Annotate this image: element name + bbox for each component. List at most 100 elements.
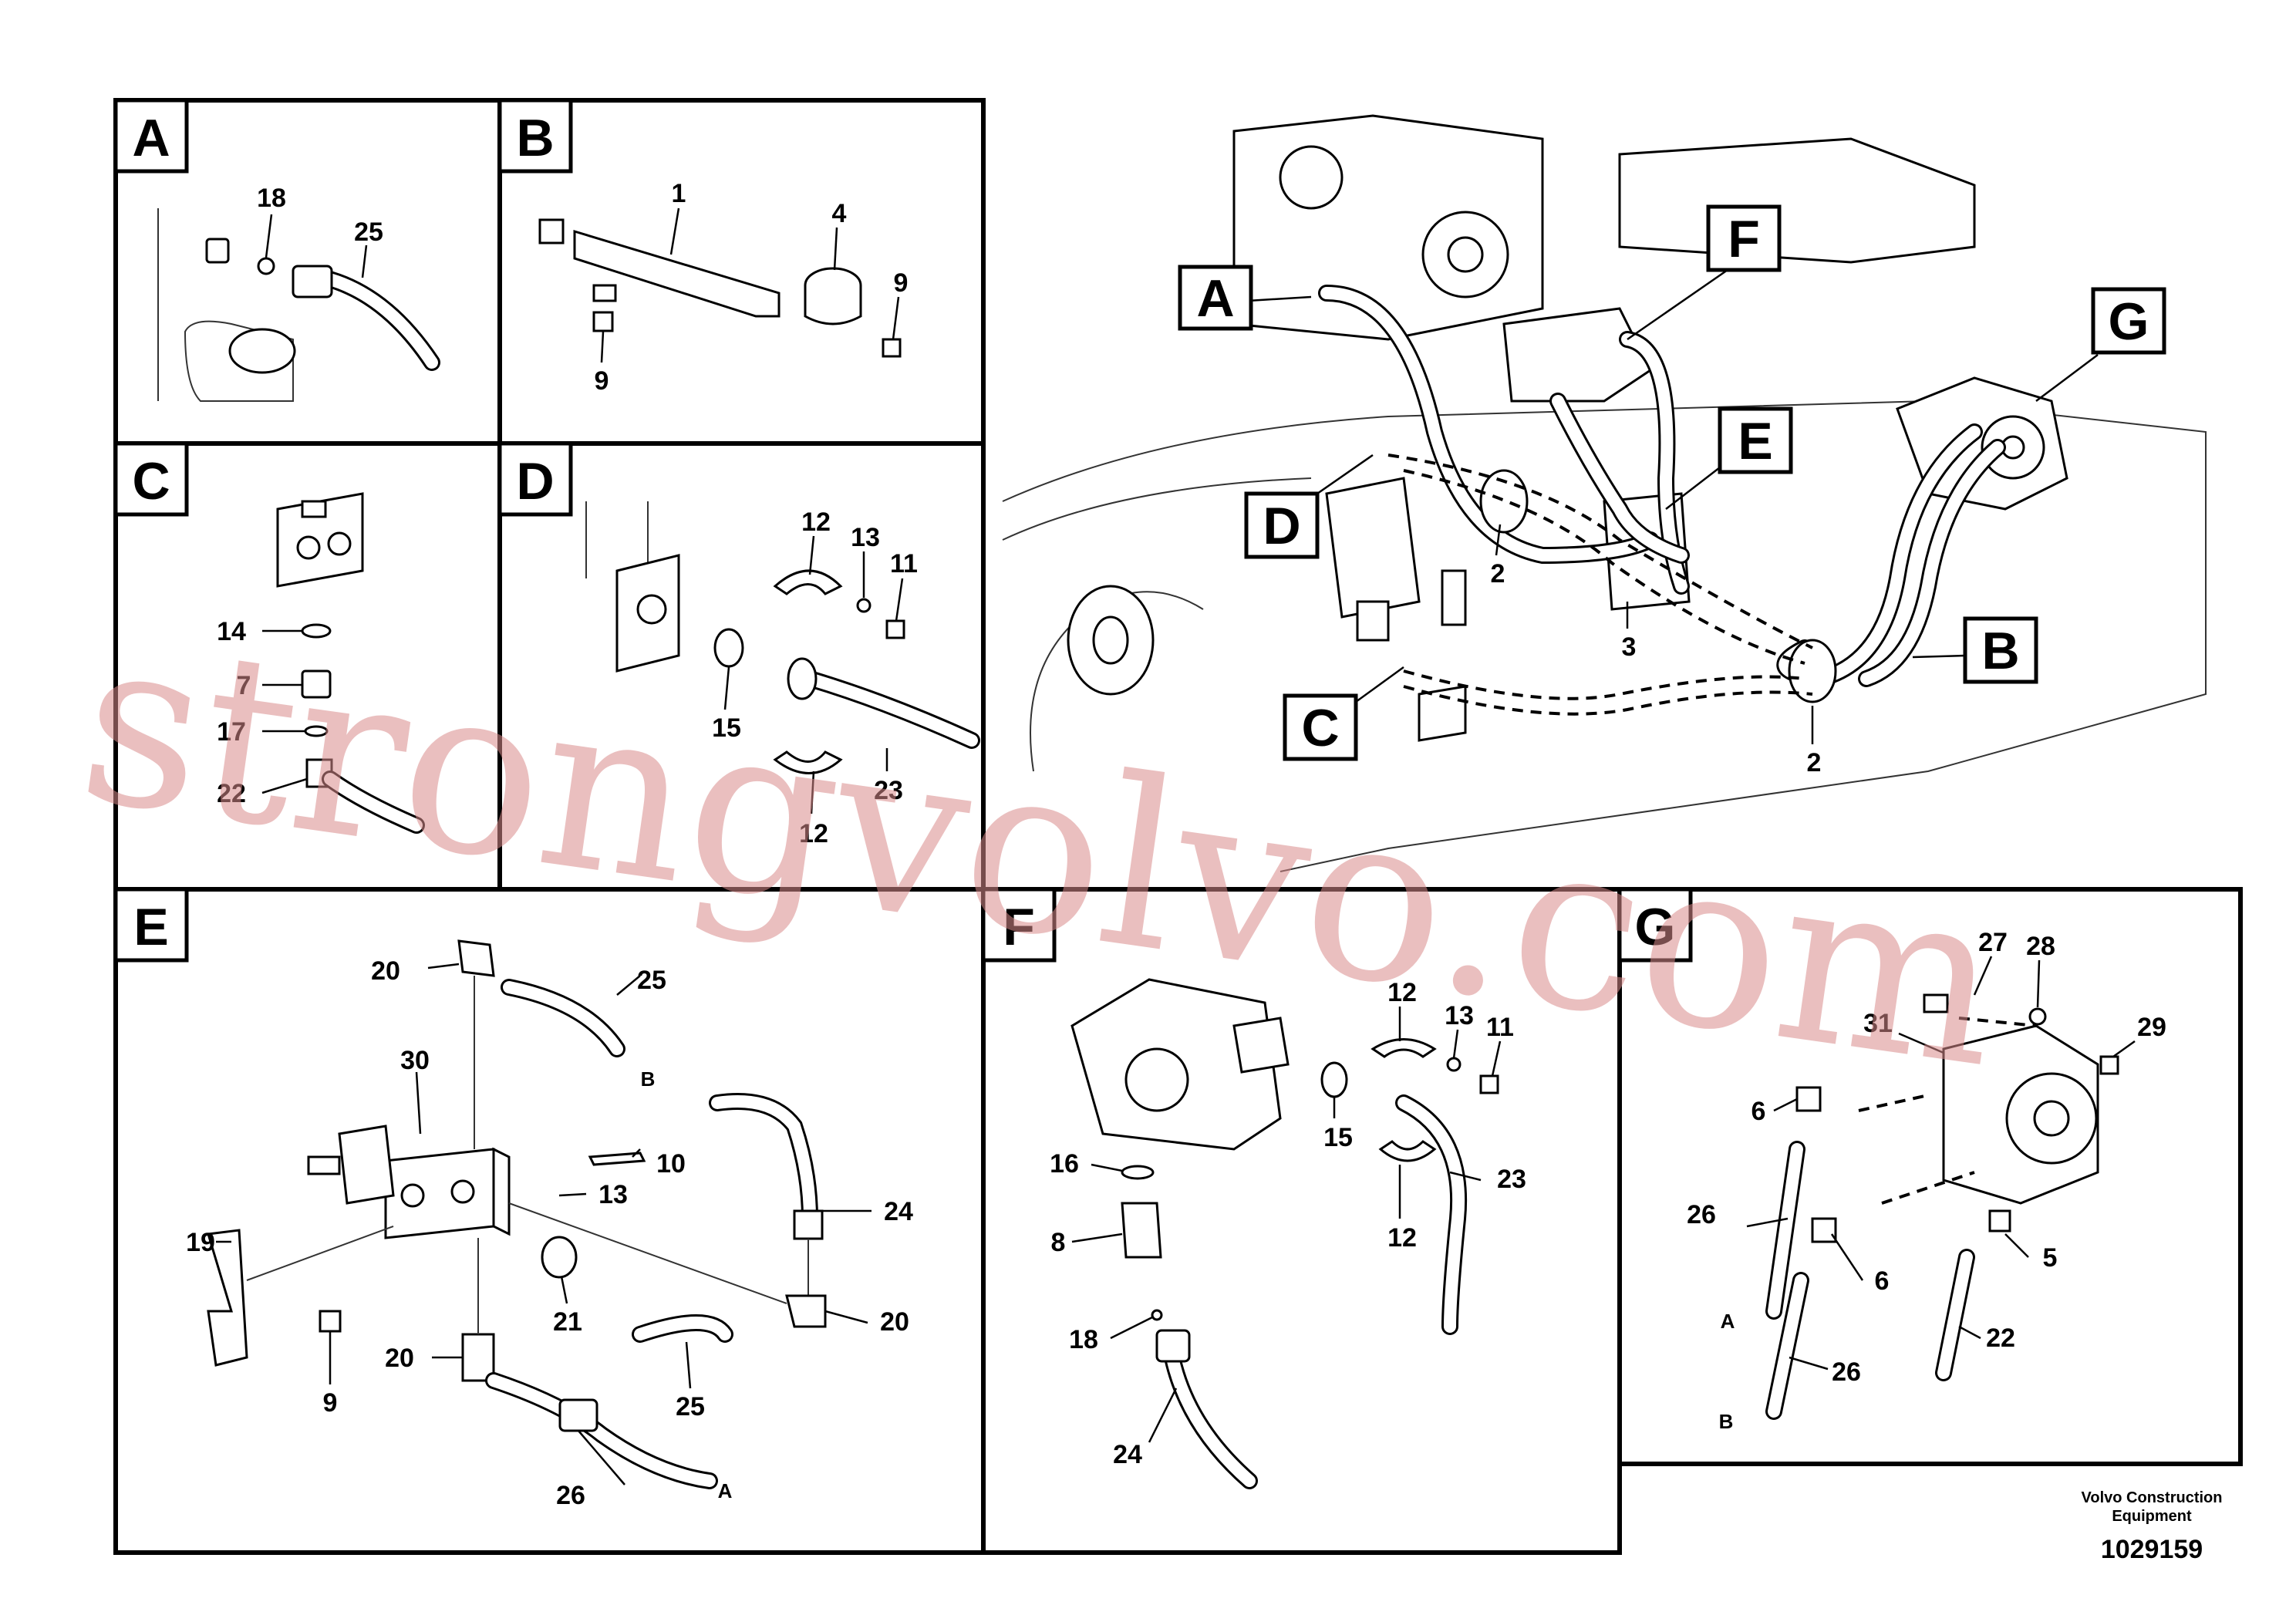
svg-text:A: A bbox=[718, 1479, 733, 1502]
svg-text:18: 18 bbox=[1069, 1325, 1098, 1354]
panel-label-c: C bbox=[113, 441, 189, 517]
watermark: strongvolvo.com bbox=[67, 584, 2016, 1119]
svg-text:5: 5 bbox=[2043, 1243, 2058, 1273]
svg-text:28: 28 bbox=[2026, 932, 2055, 961]
footer-company: Volvo Construction bbox=[2082, 1489, 2223, 1506]
panel-label-d: D bbox=[497, 441, 573, 517]
svg-text:C: C bbox=[132, 452, 170, 511]
svg-text:17: 17 bbox=[217, 717, 246, 747]
svg-text:20: 20 bbox=[385, 1344, 414, 1373]
svg-text:4: 4 bbox=[832, 199, 847, 228]
svg-text:G: G bbox=[2109, 292, 2149, 351]
svg-text:25: 25 bbox=[637, 966, 666, 995]
overview-flag-f: F bbox=[1627, 204, 1782, 341]
svg-text:A: A bbox=[132, 109, 170, 167]
svg-text:23: 23 bbox=[874, 776, 903, 805]
footer: Volvo Construction Equipment 1029159 bbox=[2082, 1489, 2223, 1564]
svg-text:20: 20 bbox=[880, 1307, 909, 1337]
panel-label-a: A bbox=[113, 98, 189, 174]
svg-text:7: 7 bbox=[237, 671, 251, 700]
panel-c-drawing: 14 7 17 22 bbox=[217, 492, 425, 834]
svg-text:1: 1 bbox=[672, 179, 686, 208]
svg-text:22: 22 bbox=[217, 779, 246, 808]
svg-text:strongvolvo.com: strongvolvo.com bbox=[67, 584, 2016, 1119]
footer-company-2: Equipment bbox=[2112, 1508, 2192, 1525]
overview-flag-d: D bbox=[1244, 454, 1374, 559]
svg-text:A: A bbox=[1196, 269, 1234, 328]
svg-text:16: 16 bbox=[1050, 1149, 1079, 1179]
svg-text:B: B bbox=[641, 1067, 656, 1091]
svg-text:29: 29 bbox=[2137, 1013, 2166, 1042]
svg-text:B: B bbox=[1719, 1410, 1734, 1433]
svg-text:23: 23 bbox=[1497, 1165, 1526, 1194]
svg-text:12: 12 bbox=[1387, 1223, 1417, 1253]
svg-text:6: 6 bbox=[1752, 1097, 1766, 1126]
svg-text:D: D bbox=[516, 452, 554, 511]
svg-text:C: C bbox=[1301, 699, 1339, 757]
panel-b-drawing: 1 4 9 9 bbox=[538, 179, 909, 396]
svg-text:B: B bbox=[1981, 622, 2019, 680]
svg-text:22: 22 bbox=[1986, 1324, 2015, 1353]
overview-flag-b: B bbox=[1912, 616, 2038, 684]
overview-flag-e: E bbox=[1665, 406, 1793, 510]
svg-text:18: 18 bbox=[257, 184, 286, 213]
svg-text:A: A bbox=[1721, 1310, 1735, 1333]
svg-text:E: E bbox=[1738, 412, 1772, 470]
svg-text:3: 3 bbox=[1622, 632, 1637, 662]
svg-text:25: 25 bbox=[676, 1392, 705, 1421]
svg-text:8: 8 bbox=[1051, 1228, 1066, 1257]
panel-d-drawing: 12 13 11 15 23 12 bbox=[585, 501, 980, 848]
svg-text:25: 25 bbox=[354, 218, 383, 247]
svg-text:26: 26 bbox=[1687, 1200, 1716, 1229]
svg-text:13: 13 bbox=[851, 523, 880, 552]
svg-text:12: 12 bbox=[799, 819, 828, 848]
svg-text:21: 21 bbox=[553, 1307, 582, 1337]
svg-text:12: 12 bbox=[801, 508, 831, 537]
panel-label-b: B bbox=[497, 98, 573, 174]
svg-text:B: B bbox=[516, 109, 554, 167]
svg-text:F: F bbox=[1728, 210, 1760, 268]
svg-text:30: 30 bbox=[400, 1046, 430, 1075]
svg-text:6: 6 bbox=[1875, 1266, 1890, 1296]
panel-e-drawing: 20 25 30 10 13 24 19 21 20 9 20 25 26 B … bbox=[186, 939, 913, 1510]
panel-a-drawing: 18 25 bbox=[157, 184, 440, 402]
svg-text:13: 13 bbox=[598, 1180, 628, 1209]
svg-text:24: 24 bbox=[884, 1197, 913, 1226]
svg-text:26: 26 bbox=[1832, 1357, 1861, 1387]
panel-label-g: G bbox=[1617, 887, 1693, 963]
svg-text:14: 14 bbox=[217, 617, 246, 646]
panel-f-drawing: 12 13 11 16 15 23 8 12 18 24 bbox=[1050, 978, 1526, 1489]
svg-text:15: 15 bbox=[712, 713, 741, 743]
svg-text:9: 9 bbox=[595, 366, 609, 396]
svg-text:27: 27 bbox=[1978, 928, 2008, 957]
svg-text:15: 15 bbox=[1323, 1123, 1353, 1152]
panel-label-f: F bbox=[981, 887, 1057, 963]
svg-text:20: 20 bbox=[371, 956, 400, 986]
svg-text:2: 2 bbox=[1807, 748, 1822, 777]
svg-text:9: 9 bbox=[323, 1388, 338, 1418]
svg-text:19: 19 bbox=[186, 1228, 215, 1257]
overview-callouts: 2 3 2 bbox=[1491, 524, 1822, 777]
svg-text:11: 11 bbox=[1486, 1013, 1514, 1042]
overview-flag-g: G bbox=[2035, 287, 2166, 402]
footer-code: 1029159 bbox=[2101, 1535, 2203, 1564]
panel-g-drawing: 27 28 31 29 6 26 6 5 22 26 A B bbox=[1687, 928, 2166, 1433]
svg-text:26: 26 bbox=[556, 1481, 585, 1510]
svg-text:13: 13 bbox=[1445, 1001, 1474, 1030]
svg-text:9: 9 bbox=[894, 268, 909, 298]
svg-text:D: D bbox=[1263, 497, 1300, 555]
panel-frames bbox=[113, 98, 2243, 1555]
overview-flag-c: C bbox=[1283, 666, 1404, 761]
svg-text:10: 10 bbox=[656, 1149, 686, 1179]
svg-text:12: 12 bbox=[1387, 978, 1417, 1007]
overview-flag-a: A bbox=[1178, 265, 1312, 331]
svg-text:31: 31 bbox=[1863, 1009, 1893, 1038]
svg-text:E: E bbox=[133, 898, 168, 956]
svg-text:24: 24 bbox=[1113, 1440, 1142, 1469]
svg-text:11: 11 bbox=[890, 549, 918, 578]
panel-label-e: E bbox=[113, 887, 189, 963]
svg-text:2: 2 bbox=[1491, 559, 1505, 588]
svg-text:G: G bbox=[1635, 898, 1676, 956]
svg-text:F: F bbox=[1003, 898, 1035, 956]
